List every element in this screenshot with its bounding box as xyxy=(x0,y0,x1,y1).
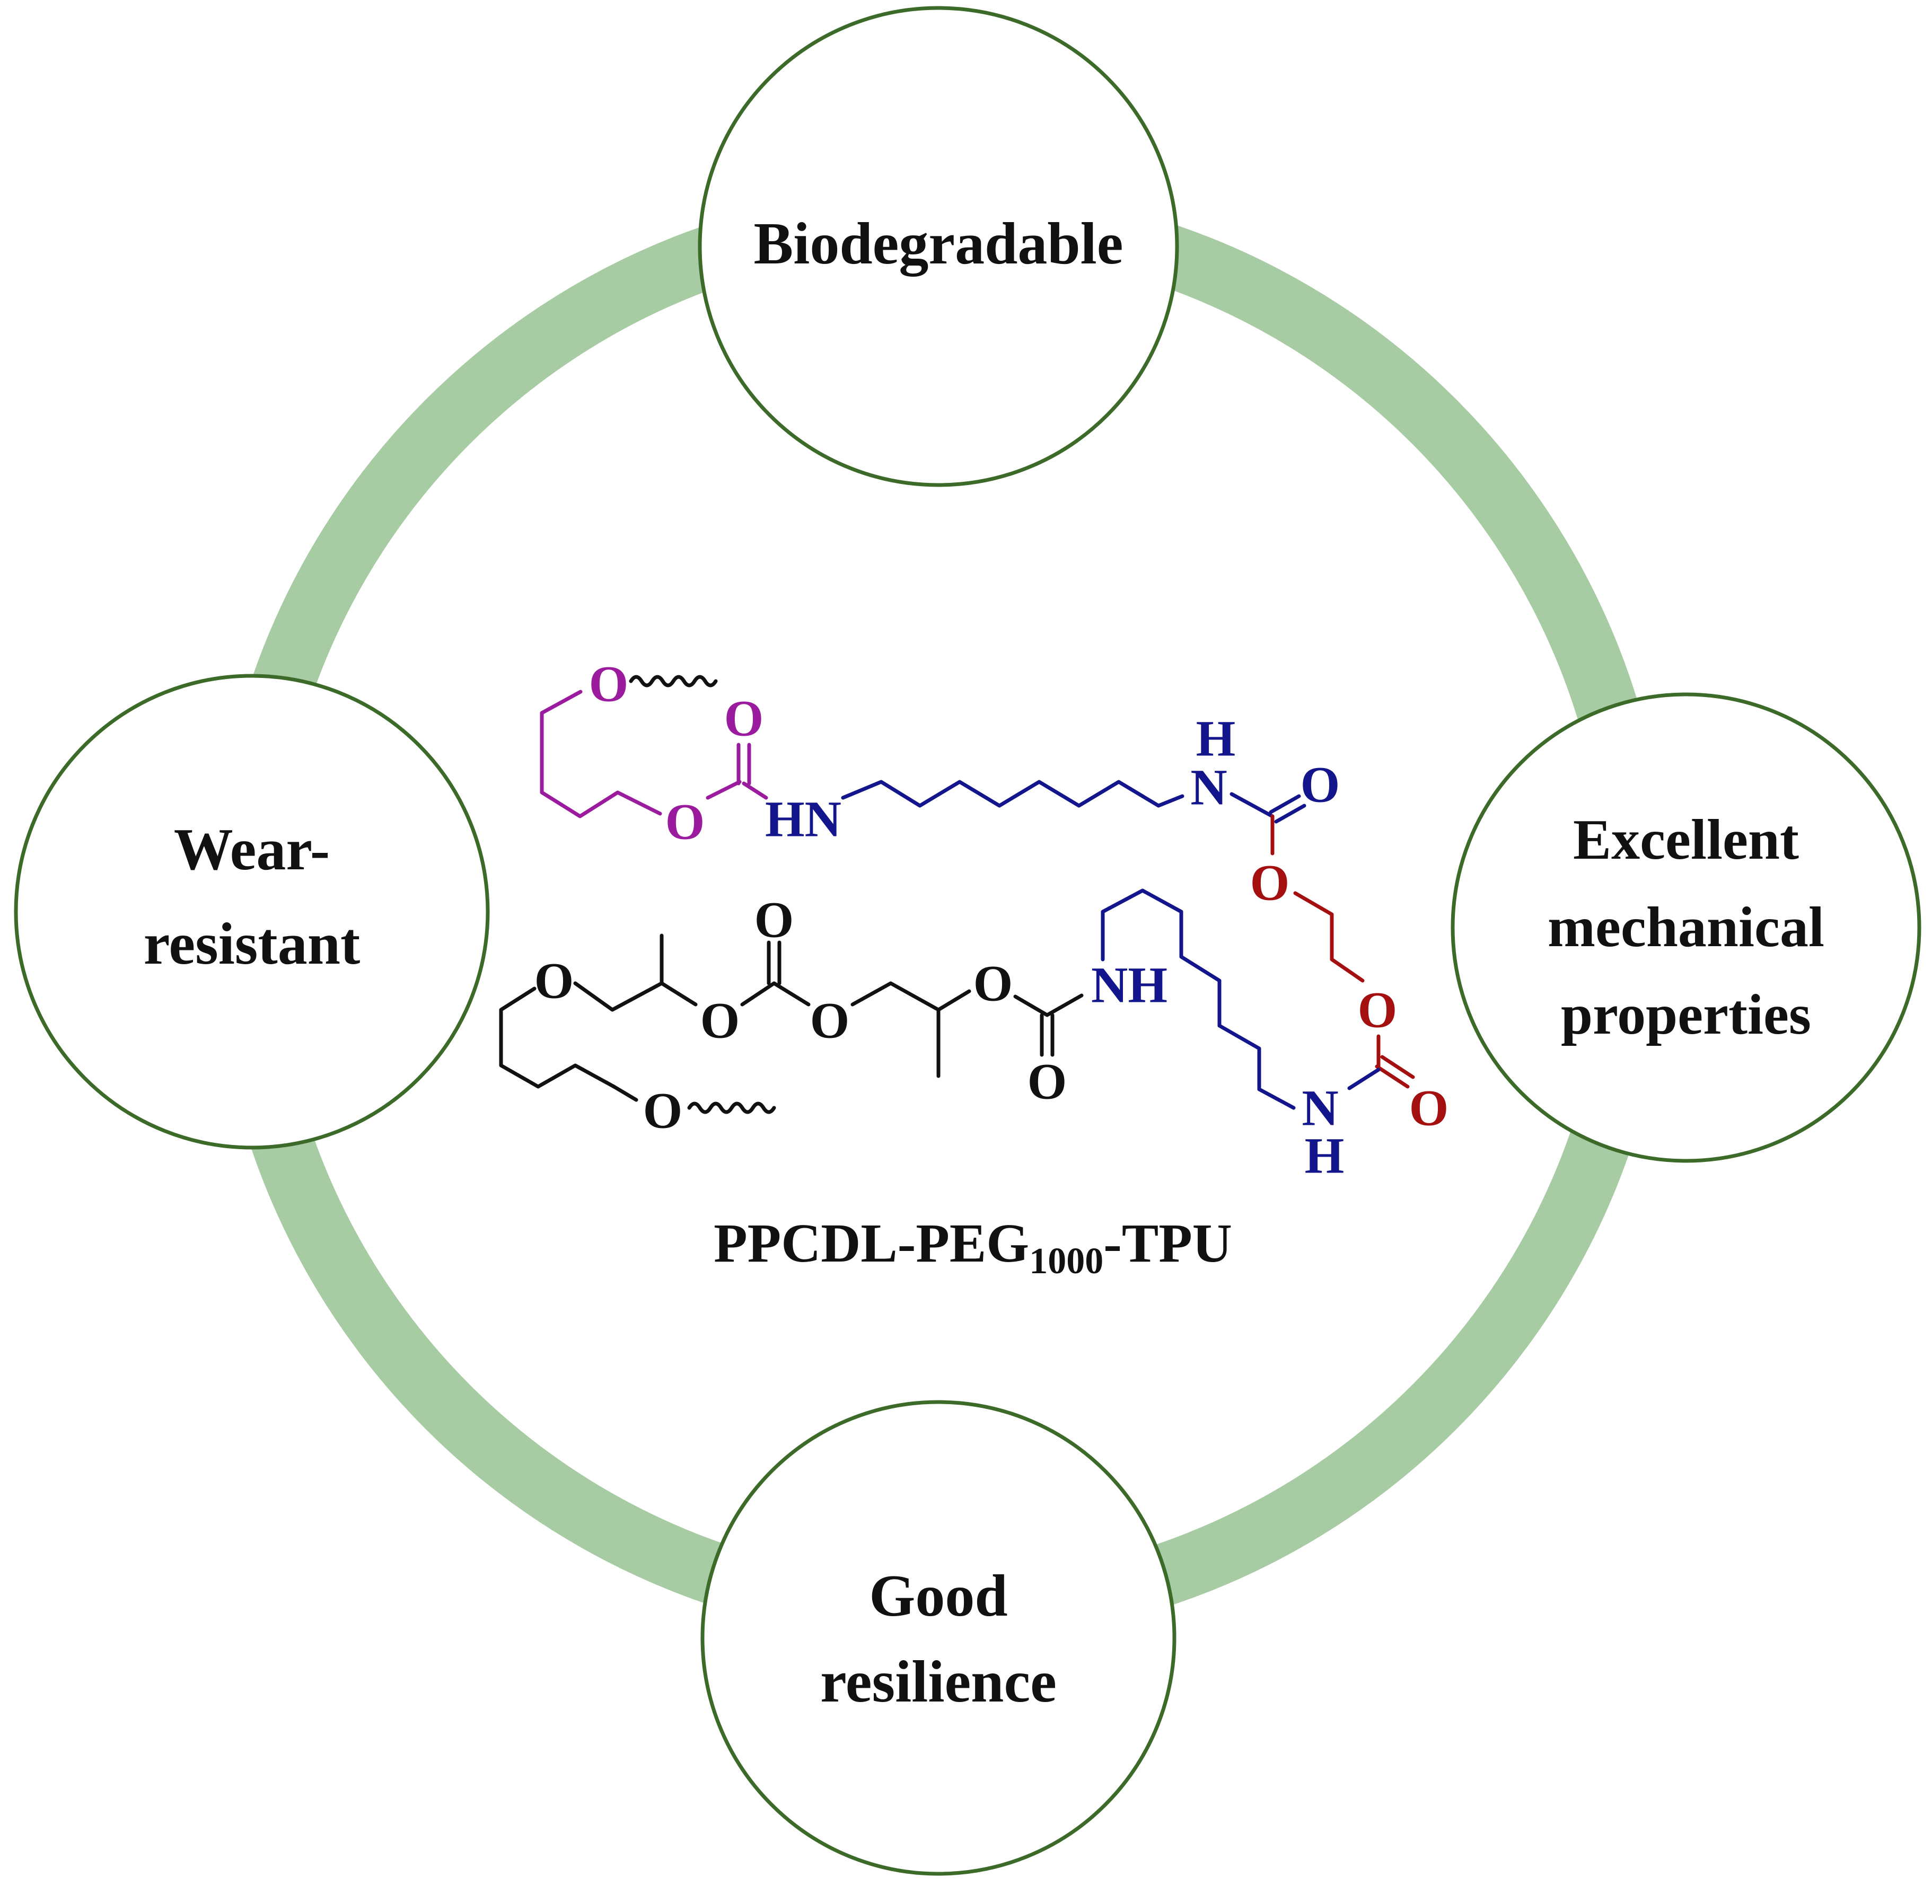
node-biodegradable: Biodegradable xyxy=(698,6,1179,487)
node-label-bottom-line2: resilience xyxy=(820,1649,1057,1715)
wavy-bond-top xyxy=(629,675,718,687)
bond-red-c-to-n xyxy=(1347,1068,1381,1090)
atom-o-blue-carbonyl: O xyxy=(1301,756,1340,813)
segment-blue-bottom: NH N H xyxy=(1091,888,1345,1184)
polymer-name-label: PPCDL-PEG1000-TPU xyxy=(714,1213,1232,1282)
atom-o-black-ether-bottom: O xyxy=(643,1082,683,1139)
wavy-bond-bottom xyxy=(687,1101,776,1114)
atom-h-bottom: H xyxy=(1305,1127,1345,1184)
node-wear-resistant: Wear- resistant xyxy=(14,674,490,1150)
bond-blue-bottom-chain xyxy=(1101,888,1296,1110)
atom-n-top-right: N xyxy=(1190,759,1227,816)
bond-red-carbonyl-b xyxy=(1380,1055,1415,1079)
node-circle-right xyxy=(1451,692,1921,1163)
atom-hn-top: HN xyxy=(765,791,841,848)
atom-h-top-right: H xyxy=(1196,710,1236,767)
bond-black-ether-chain xyxy=(499,986,638,1102)
node-label-right-line2: mechanical xyxy=(1548,896,1824,959)
atom-o-black-ether-top: O xyxy=(534,953,574,1009)
atom-o-black-carbonate-carbonyl: O xyxy=(754,892,794,948)
atom-o-purple-carbonyl: O xyxy=(724,690,764,747)
bond-blue-carbonyl-b xyxy=(1274,804,1306,824)
atom-o-black-urethane-carbonyl: O xyxy=(1028,1053,1067,1110)
atom-o-red-top: O xyxy=(1250,854,1290,911)
node-label-top: Biodegradable xyxy=(754,211,1123,277)
atom-o-black-carbonate-1: O xyxy=(700,992,740,1049)
polymer-name-main: PPCDL-PEG xyxy=(714,1213,1029,1274)
atom-nh-mid: NH xyxy=(1091,957,1167,1013)
bond-purple-ester xyxy=(706,780,742,800)
atom-o-red-bottom: O xyxy=(1358,982,1398,1038)
node-good-resilience: Good resilience xyxy=(700,1400,1176,1876)
node-label-left-line1: Wear- xyxy=(174,817,330,883)
atom-o-red-carbonyl: O xyxy=(1409,1080,1449,1136)
node-circle-left xyxy=(14,674,490,1150)
atom-o-black-carbonate-2: O xyxy=(810,992,850,1049)
atom-o-black-urethane: O xyxy=(973,955,1013,1012)
node-label-right-line1: Excellent xyxy=(1573,808,1799,871)
bond-red-carbonyl-a xyxy=(1375,1064,1410,1089)
node-label-bottom-line1: Good xyxy=(869,1563,1007,1629)
node-excellent-mechanical-properties: Excellent mechanical properties xyxy=(1451,692,1921,1163)
bond-black-urethane-c xyxy=(1013,993,1084,1017)
bond-blue-carbonyl-a xyxy=(1269,794,1301,814)
segment-black: O O O O O O O xyxy=(499,892,1084,1139)
polymer-name-subscript: 1000 xyxy=(1029,1241,1103,1282)
atom-n-bottom: N xyxy=(1302,1080,1338,1136)
atom-o-purple-ester: O xyxy=(665,794,705,850)
segment-blue-top: HN N H O xyxy=(765,710,1340,848)
node-circle-top xyxy=(698,6,1179,487)
bond-purple-to-n xyxy=(742,781,768,800)
atom-o-purple-ether: O xyxy=(589,656,629,712)
node-circle-bottom xyxy=(700,1400,1176,1876)
bond-red-glycol xyxy=(1293,891,1365,983)
polymer-name-suffix: -TPU xyxy=(1103,1213,1232,1274)
bond-black-carbonate-c xyxy=(740,981,811,1007)
bond-purple-chain xyxy=(540,690,662,818)
bond-blue-n-to-c xyxy=(1230,792,1275,818)
node-label-left-line2: resistant xyxy=(144,911,361,977)
chemical-structure: O O O HN N H O O O O N xyxy=(499,656,1449,1282)
segment-red: O O O xyxy=(1250,814,1449,1136)
segment-purple: O O O xyxy=(540,656,768,850)
bond-black-propylene-1 xyxy=(573,933,698,1012)
bond-black-propylene-2 xyxy=(850,981,971,1078)
node-label-right-line3: properties xyxy=(1561,983,1811,1046)
bond-blue-top-chain xyxy=(841,780,1184,808)
